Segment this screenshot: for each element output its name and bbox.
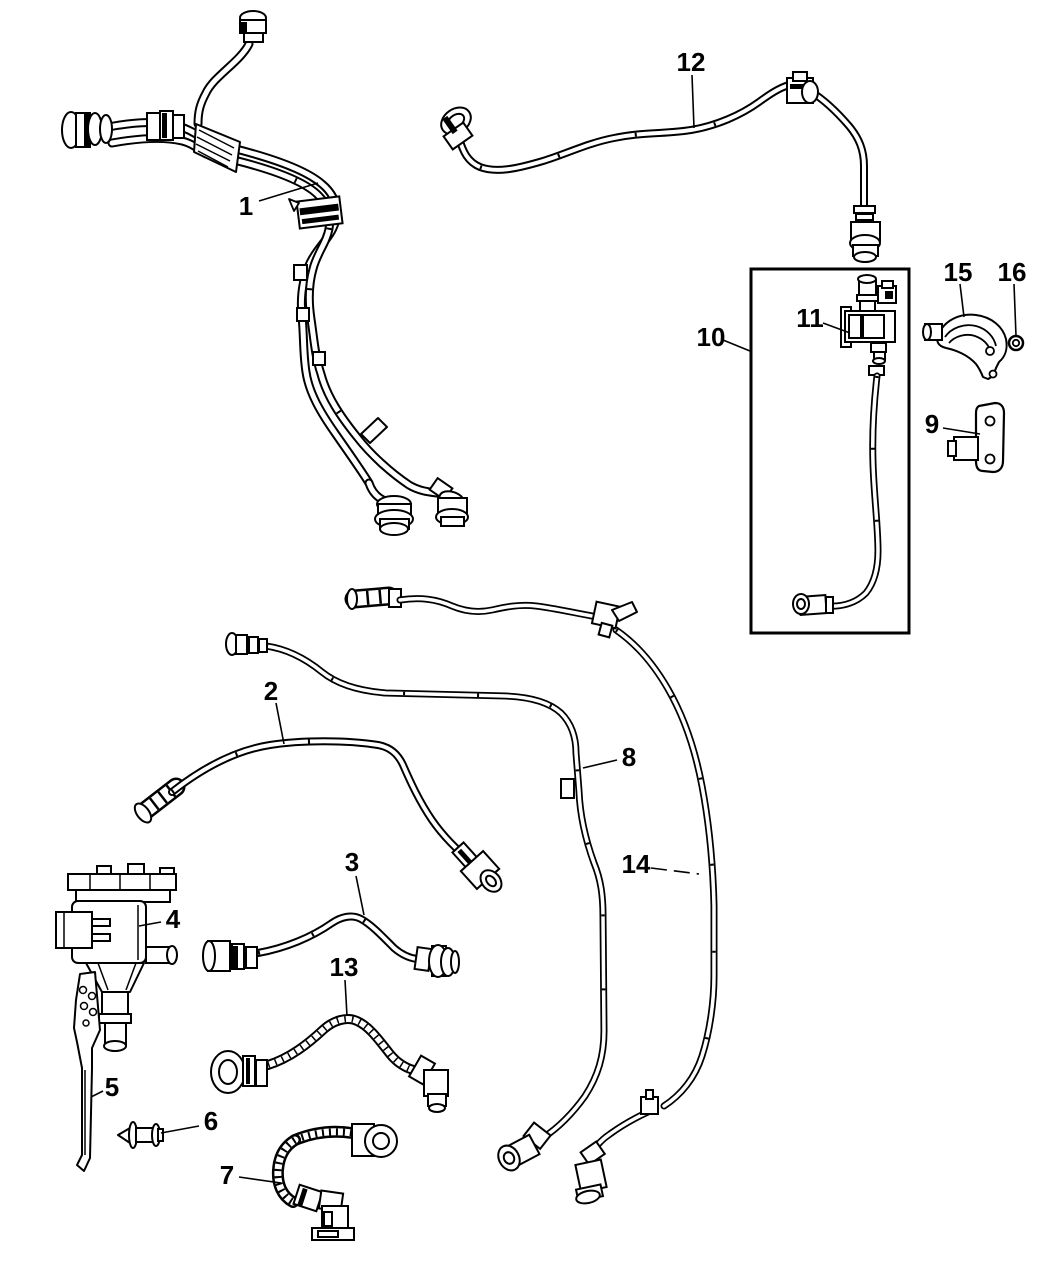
callout-11-number: 11	[796, 303, 824, 333]
callout-15-leader	[959, 283, 965, 318]
callout-1-number: 1	[239, 191, 253, 221]
callout-3-leader	[355, 875, 365, 916]
part-15-hose-clamp-bracket	[922, 313, 1008, 380]
callout-5: 5	[90, 1072, 119, 1102]
callout-10: 10	[697, 322, 751, 352]
callout-14-leader	[650, 867, 700, 875]
callout-16-leader	[1013, 283, 1017, 337]
part-14-tube	[344, 586, 718, 1205]
callout-16-number: 16	[998, 257, 1027, 287]
callout-2: 2	[264, 676, 285, 745]
callout-16: 16	[998, 257, 1027, 337]
part-10-jumper-hose	[792, 365, 885, 616]
part-3-tube	[202, 912, 460, 978]
callout-1-leader	[258, 182, 319, 202]
callout-12-number: 12	[677, 47, 706, 77]
part-4-vapor-canister	[55, 863, 178, 1052]
part-9-mounting-bracket	[947, 401, 1006, 474]
callout-6: 6	[160, 1106, 218, 1136]
callout-8: 8	[582, 742, 636, 772]
callout-5-number: 5	[105, 1072, 119, 1102]
part-7-elbow-hose	[271, 1123, 398, 1241]
callout-6-leader	[160, 1125, 200, 1134]
callout-11-leader	[822, 322, 851, 334]
callout-10-leader	[722, 339, 751, 352]
callout-12: 12	[677, 47, 706, 129]
detail-box-part-10	[749, 267, 911, 635]
callout-5-leader	[90, 1090, 104, 1098]
callout-13: 13	[330, 952, 359, 1017]
callout-9-leader	[942, 427, 981, 435]
part-11-purge-valve	[840, 274, 897, 365]
callout-9: 9	[925, 409, 981, 439]
callout-7: 7	[220, 1160, 282, 1190]
callout-2-number: 2	[264, 676, 278, 706]
callout-15-number: 15	[944, 257, 973, 287]
callout-1: 1	[239, 182, 319, 221]
part-13-hose	[210, 1014, 449, 1113]
callout-6-number: 6	[204, 1106, 218, 1136]
callout-10-number: 10	[697, 322, 726, 352]
callout-3: 3	[345, 847, 365, 916]
part-5-bracket-strap	[73, 971, 101, 1172]
callout-7-number: 7	[220, 1160, 234, 1190]
part-16-grommet	[1007, 334, 1025, 352]
callout-15: 15	[944, 257, 973, 318]
part-8-tube	[225, 632, 608, 1172]
part-1-front-fuel-line-bundle	[61, 10, 469, 536]
callout-12-leader	[691, 74, 695, 129]
callout-8-number: 8	[622, 742, 636, 772]
callout-14-number: 14	[622, 849, 651, 879]
callout-8-leader	[582, 759, 618, 769]
callout-3-number: 3	[345, 847, 359, 877]
callout-7-leader	[238, 1176, 282, 1184]
part-12-vapor-tube	[440, 71, 881, 263]
callout-4-number: 4	[166, 904, 181, 934]
part-6-push-pin	[117, 1121, 164, 1149]
callout-14: 14	[622, 849, 700, 879]
callout-13-number: 13	[330, 952, 359, 982]
callout-13-leader	[344, 979, 348, 1017]
part-2-tube	[133, 737, 503, 893]
callout-4: 4	[138, 904, 181, 934]
callout-11: 11	[796, 303, 851, 334]
callout-2-leader	[275, 702, 285, 745]
callout-4-leader	[138, 921, 162, 927]
callout-9-number: 9	[925, 409, 939, 439]
